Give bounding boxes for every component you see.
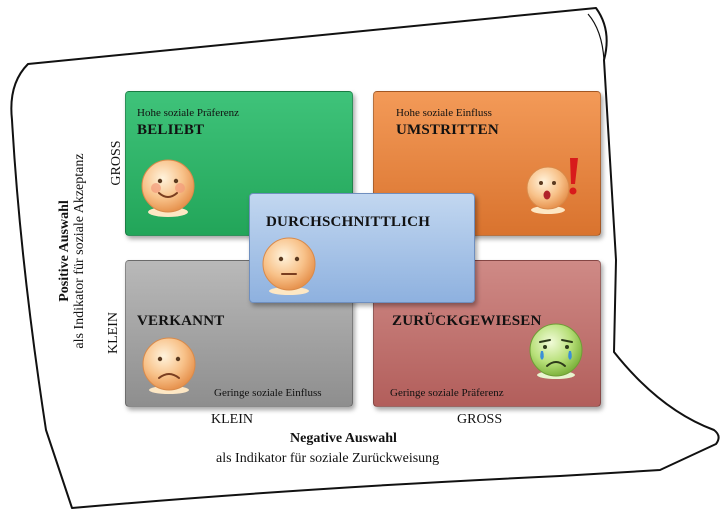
x-axis-low-label: KLEIN [211, 412, 253, 427]
sad-face-icon [142, 337, 196, 394]
quadrant-beliebt-caption: Hohe soziale Präferenz [137, 107, 240, 119]
quadrant-verkannt-caption: Geringe soziale Einfluss [214, 387, 322, 399]
x-axis-high-label: GROSS [457, 412, 503, 427]
quadrant-umstritten-title: UMSTRITTEN [396, 122, 499, 138]
quadrant-durchschnittlich: DURCHSCHNITTLICH [249, 193, 475, 303]
quadrant-durchschnittlich-title: DURCHSCHNITTLICH [266, 214, 431, 230]
happy-face-icon [141, 159, 195, 217]
quadrant-umstritten-caption: Hohe soziale Einfluss [396, 107, 492, 119]
quadrant-zurueckgewiesen-title: ZURÜCKGEWIESEN [392, 313, 542, 329]
y-axis-high-label: GROSS [109, 140, 124, 186]
quadrant-beliebt-title: BELIEBT [137, 122, 205, 138]
crying-face-icon [529, 323, 583, 379]
quadrant-zurueckgewiesen-caption: Geringe soziale Präferenz [390, 387, 504, 399]
y-axis-subtitle: als Indikator für soziale Akzeptanz [72, 153, 87, 349]
neutral-face-icon [262, 237, 316, 295]
y-axis-low-label: KLEIN [106, 312, 121, 354]
x-axis-title: Negative Auswahl [290, 431, 397, 446]
surprised-face-icon [526, 158, 578, 214]
quadrant-verkannt-title: VERKANNT [137, 313, 225, 329]
y-axis-title: Positive Auswahl [57, 200, 72, 302]
x-axis-subtitle: als Indikator für soziale Zurückweisung [216, 451, 440, 466]
